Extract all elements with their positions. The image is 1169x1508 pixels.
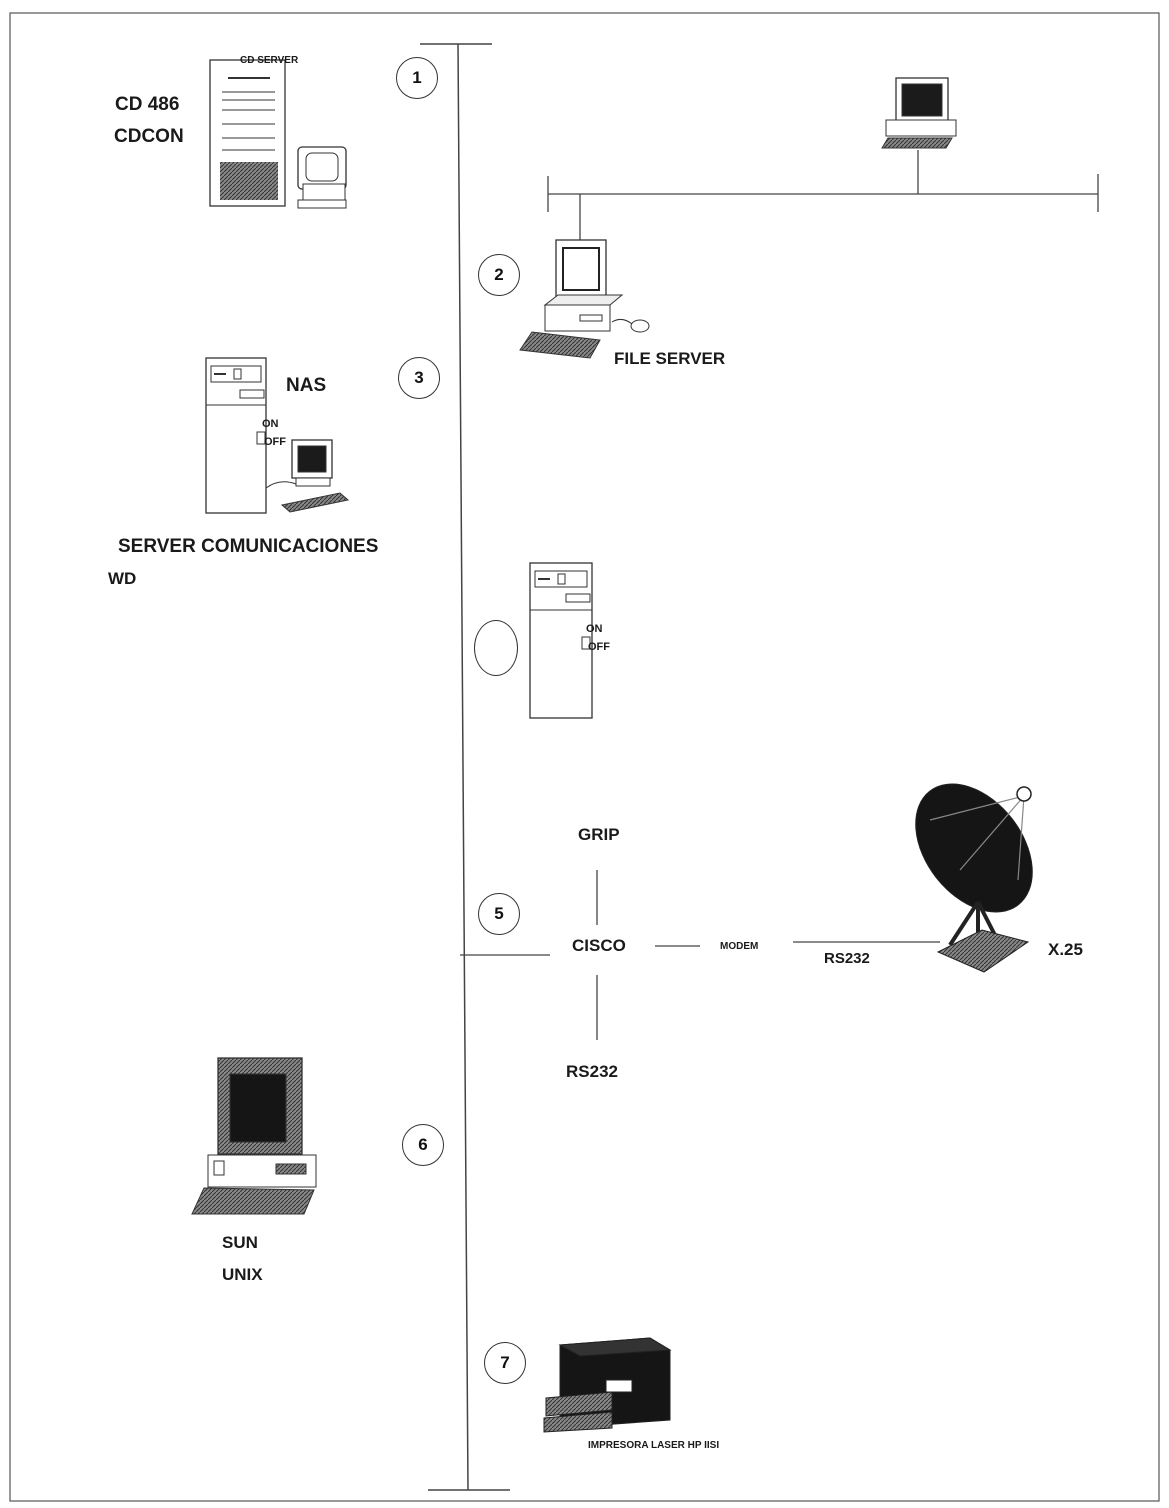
cd486-label: CD 486: [115, 94, 180, 115]
laser-printer-icon: [543, 1337, 672, 1433]
off-label-2: OFF: [588, 641, 610, 653]
cd-server-tower-icon: [209, 59, 286, 207]
file-server-label: FILE SERVER: [614, 349, 726, 368]
sun-label: SUN: [222, 1233, 258, 1252]
cisco-links: [460, 870, 940, 1040]
on-label: ON: [262, 418, 279, 430]
tower-computer-icon: [529, 562, 593, 719]
wd-label: WD: [108, 569, 137, 588]
rs232-bottom-label: RS232: [566, 1062, 618, 1081]
workstation-icon: [881, 77, 957, 149]
server-comunicaciones-label: SERVER COMUNICACIONES: [118, 536, 379, 557]
node-badge-4: [474, 620, 518, 676]
node-badge-5: 5: [478, 893, 520, 935]
file-server-computer-icon: [519, 239, 650, 359]
satellite-dish-icon: [915, 783, 1033, 973]
backbone-bus: [420, 43, 510, 1491]
nas-tower-icon: [205, 357, 267, 514]
workstation-icon: [265, 439, 350, 513]
node-badge-2: 2: [478, 254, 520, 296]
sun-workstation-icon: [191, 1057, 317, 1215]
unix-label: UNIX: [222, 1265, 263, 1284]
cdcon-label: CDCON: [114, 126, 184, 147]
rs232-right-label: RS232: [824, 950, 870, 967]
cisco-label: CISCO: [572, 936, 626, 955]
node-badge-3: 3: [398, 357, 440, 399]
cd-server-label: CD SERVER: [240, 55, 299, 66]
node-badge-6: 6: [402, 1124, 444, 1166]
lan-segment: [547, 150, 1099, 240]
printer-label: IMPRESORA LASER HP IISI: [588, 1440, 720, 1451]
workstation-icon: [297, 146, 347, 209]
modem-label: MODEM: [720, 941, 759, 952]
node-badge-7: 7: [484, 1342, 526, 1384]
x25-label: X.25: [1048, 940, 1083, 959]
page-border: [9, 12, 1160, 1502]
off-label: OFF: [264, 436, 286, 448]
grip-label: GRIP: [578, 825, 620, 844]
node-badge-1: 1: [396, 57, 438, 99]
on-label-2: ON: [586, 623, 603, 635]
nas-label: NAS: [286, 375, 327, 396]
